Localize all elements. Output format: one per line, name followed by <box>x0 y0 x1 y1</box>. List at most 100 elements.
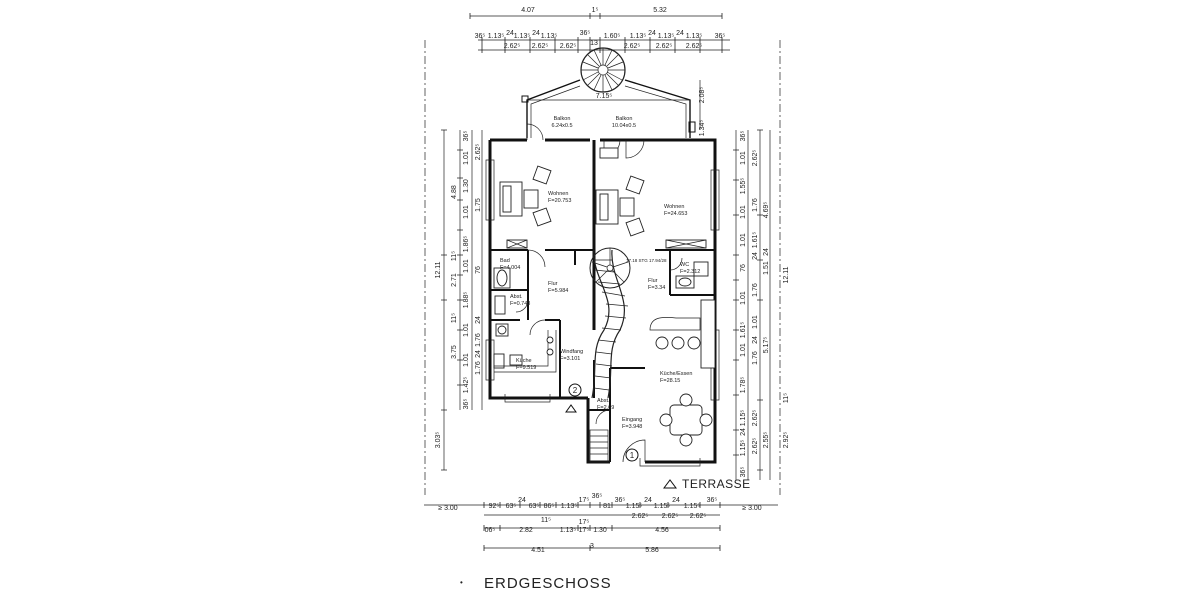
dim-bot-r1-0: ≥ 3.00 <box>438 505 458 512</box>
room-kueche-essen: Küche/Essen F=28.15 <box>660 371 692 384</box>
top-dimension-texts: 4.07 1⁵ 5.32 36⁵ 1.13⁵ 24 1.13⁵ 24 1.13⁵… <box>475 7 726 50</box>
dim-left-outer-1: 3.03⁵ <box>435 432 442 449</box>
dim-top-r2-0: 36⁵ <box>475 33 486 40</box>
room-eingang: Eingang F=3.948 <box>622 417 642 430</box>
svg-text:F=4.004: F=4.004 <box>500 265 520 271</box>
dim-bot-r1b-0: 2.62⁵ <box>632 513 649 520</box>
dim-right-mid-4: 2.55⁵ <box>763 432 770 449</box>
room-bad: Bad F=4.004 <box>500 258 520 271</box>
dim-left-mid-1: 11⁵ <box>451 251 458 261</box>
dim-right-in-18: 24 <box>740 428 747 436</box>
dim-top-r2-1: 1.13⁵ <box>488 33 505 40</box>
dim-left-in-11: 1.76 <box>475 333 482 347</box>
svg-text:F=9.519: F=9.519 <box>516 365 536 371</box>
furniture-left-service <box>493 267 557 373</box>
dim-right-in-3: 1.01 <box>740 205 747 219</box>
dim-left-mid-2: 2.71 <box>451 273 458 287</box>
furniture-left-living <box>499 165 552 249</box>
furniture-right-living <box>595 147 707 249</box>
room-balkon-right: Balkon 10.04x0.5 <box>612 116 636 129</box>
marker-1: 1 <box>625 448 639 462</box>
floor-title: ERDGESCHOSS <box>484 575 612 592</box>
svg-text:Windfang: Windfang <box>560 349 583 355</box>
dim-top-r3-1: 2.62⁵ <box>532 43 549 50</box>
svg-text:F=20.753: F=20.753 <box>548 198 571 204</box>
dim-bot-r1-13: 1.15⁵ <box>654 503 671 510</box>
dim-left-in-16: 36⁵ <box>463 399 470 410</box>
dim-top-r2-12: 24 <box>676 30 684 37</box>
svg-text:1: 1 <box>630 451 635 460</box>
dim-right-in-4: 1.76 <box>752 198 759 212</box>
dim-bot-r1-17: ≥ 3.00 <box>742 505 762 512</box>
dim-bot-r3-2: 1.13⁵ <box>560 527 577 534</box>
dim-bot-r3-0: 06⁵ <box>485 527 496 534</box>
dim-bot-r1-7: 17⁵ <box>579 497 590 504</box>
svg-text:F=3.101: F=3.101 <box>560 356 580 362</box>
svg-text:Balkon: Balkon <box>554 116 571 122</box>
dim-right-in-11: 1.01 <box>752 315 759 329</box>
room-labels: Balkon 6.24x0.5 Balkon 10.04x0.5 Wohnen … <box>500 116 700 430</box>
dim-right-in-14: 1.01 <box>740 343 747 357</box>
dim-balcony-width: 7.15⁵ <box>596 93 613 100</box>
dim-right-extra-2: 2.62⁵ <box>752 438 759 455</box>
dim-left-in-10: 1.01 <box>463 323 470 337</box>
svg-text:6.24x0.5: 6.24x0.5 <box>551 123 572 129</box>
svg-text:Bad: Bad <box>500 258 510 264</box>
bottom-dimension-texts: ≥ 3.00 92⁵ 63⁵ 24 63⁵ 86⁵ 1.13⁵ 17⁵ 36⁵ … <box>438 493 762 554</box>
svg-text:Abst.: Abst. <box>597 398 610 404</box>
dim-top-r2-3: 1.13⁵ <box>514 33 531 40</box>
dim-left-in-6: 1.01 <box>463 259 470 273</box>
dim-bot-r3-1: 2.82 <box>519 527 533 534</box>
dim-top-1: 4.07 <box>521 7 535 14</box>
dim-left-mid-4: 3.75 <box>451 345 458 359</box>
dim-bot-r2-1: 17⁵ <box>579 519 590 526</box>
room-flur-right: Flur F=3.34 <box>648 278 665 291</box>
balcony: 7.15⁵ 2.08⁵ 1.34⁵ <box>521 79 706 138</box>
svg-text:F=0.743: F=0.743 <box>510 301 530 307</box>
dim-bot-r1-6: 1.13⁵ <box>561 503 578 510</box>
svg-text:Flur: Flur <box>648 278 658 284</box>
svg-text:Flur: Flur <box>548 281 558 287</box>
dim-bot-r1-2: 63⁵ <box>506 503 517 510</box>
dim-left-extra-0: 2.62⁵ <box>475 144 482 161</box>
room-balkon-left: Balkon 6.24x0.5 <box>551 116 572 129</box>
dim-bot-r1-5: 86⁵ <box>544 503 555 510</box>
room-wohnen-left: Wohnen F=20.753 <box>548 191 571 204</box>
dim-right-extra-0: 2.62⁵ <box>752 150 759 167</box>
dim-bot-r1-14: 24 <box>672 497 680 504</box>
svg-text:Küche/Essen: Küche/Essen <box>660 371 692 377</box>
dim-left-in-4: 1.75 <box>475 198 482 212</box>
dim-left-in-12: 24 <box>475 350 482 358</box>
dim-top-r3-4: 2.62⁵ <box>656 43 673 50</box>
dim-bot-r1-3: 24 <box>518 497 526 504</box>
dim-top-r3-2: 2.62⁵ <box>560 43 577 50</box>
room-flur-left: Flur F=5.984 <box>548 281 568 294</box>
doors <box>515 123 683 463</box>
dim-bot-r3-3: 17⁵ <box>579 527 590 534</box>
svg-text:Wohnen: Wohnen <box>664 204 684 210</box>
dim-left-in-5: 1.86⁵ <box>463 236 470 253</box>
svg-text:Eingang: Eingang <box>622 417 642 423</box>
dimension-ticks <box>441 13 763 551</box>
entry-stair <box>589 429 609 463</box>
dim-top-r2-9: 1.13⁵ <box>630 33 647 40</box>
dim-left-outer-0: 12.11 <box>435 261 442 278</box>
dim-right-in-16: 1.78⁵ <box>740 377 747 394</box>
svg-text:F=2.69: F=2.69 <box>597 405 614 411</box>
dim-bot-r2-0: 11⁵ <box>541 517 551 524</box>
dim-top-r2-11: 1.13⁵ <box>658 33 675 40</box>
entrance-arrow-icon <box>565 404 577 413</box>
svg-text:F=2.312: F=2.312 <box>680 269 700 275</box>
dim-top-r2-8: 1.60⁵ <box>604 33 621 40</box>
terrace-arrow-icon <box>663 479 677 489</box>
dim-top-r3-5: 2.62⁵ <box>686 43 703 50</box>
dim-top-2: 1⁵ <box>592 7 599 14</box>
svg-text:F=28.15: F=28.15 <box>660 378 680 384</box>
svg-text:Balkon: Balkon <box>616 116 633 122</box>
dim-left-in-8: 1.88⁵ <box>463 292 470 309</box>
spiral-stair-outdoor <box>580 47 626 93</box>
dim-balcony-rail: 1.34⁵ <box>699 120 706 137</box>
dim-top-r2-4: 24 <box>532 30 540 37</box>
dim-bot-r1-11: 1.15⁵ <box>626 503 643 510</box>
